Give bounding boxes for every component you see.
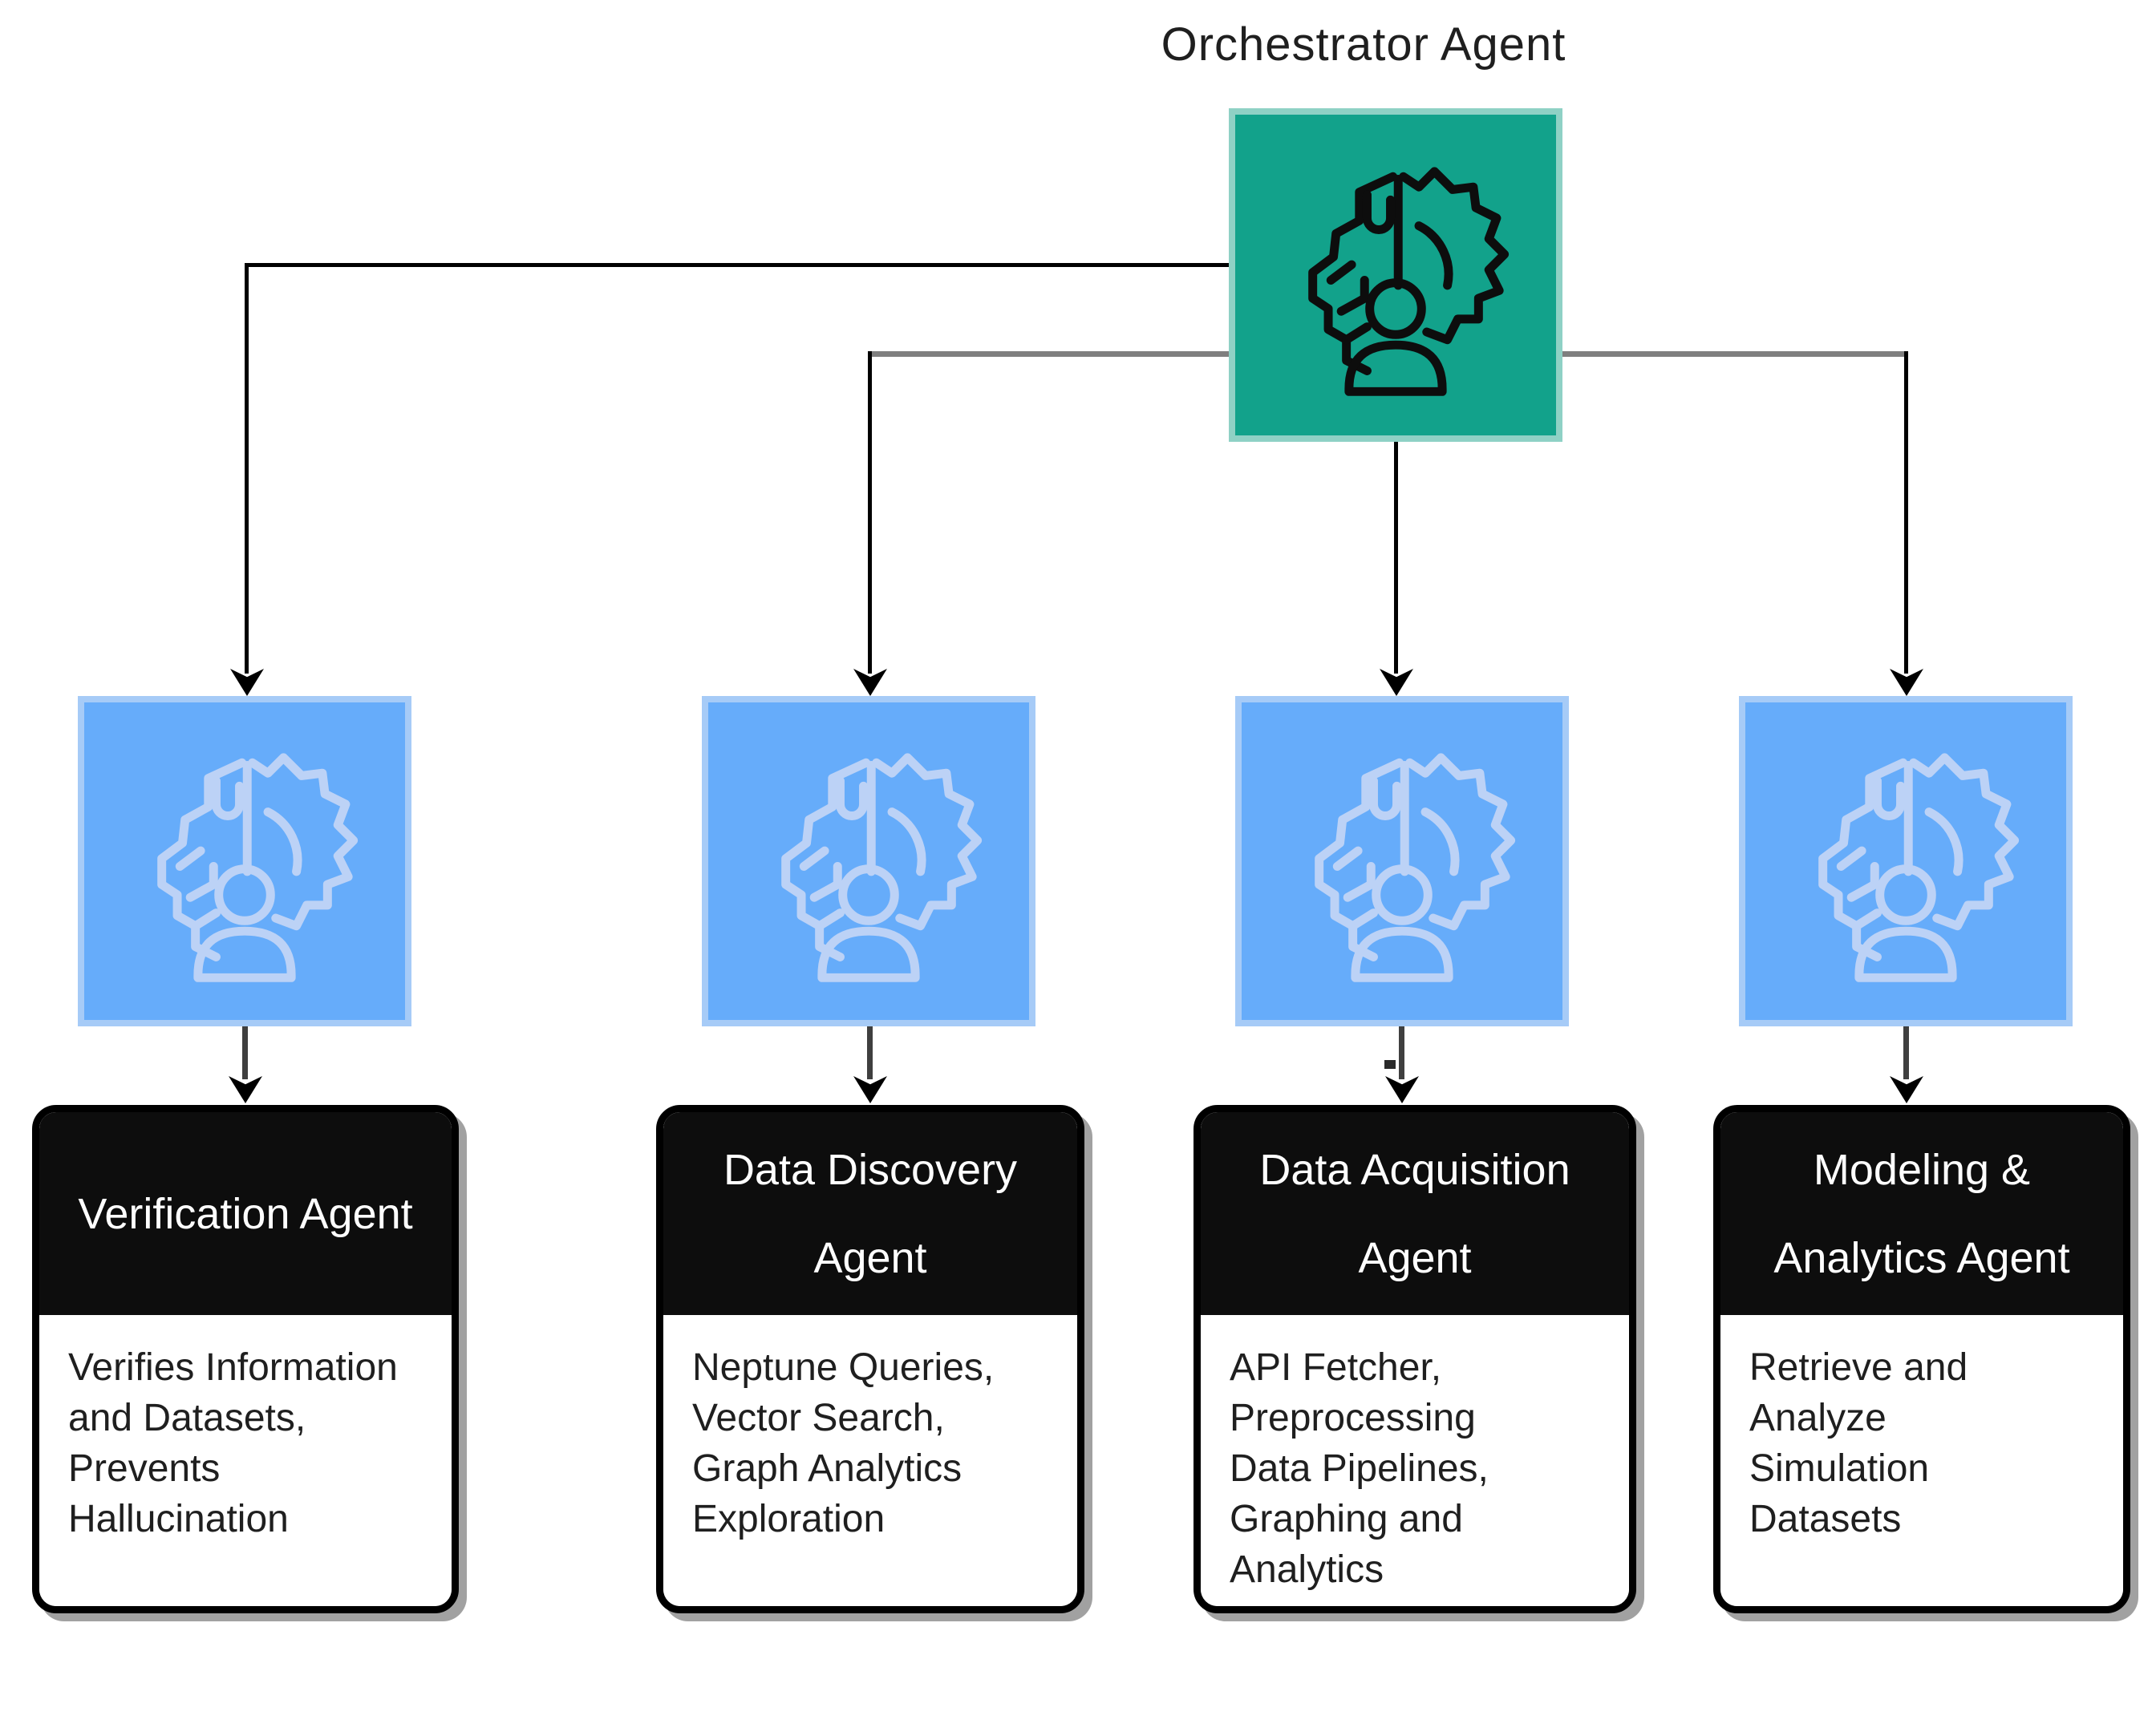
ai-agent-icon xyxy=(1271,151,1520,399)
agent-node-verification xyxy=(78,696,411,1026)
agent-node-modeling-analytics xyxy=(1739,696,2073,1026)
card-header: Data Discovery Agent xyxy=(663,1112,1077,1315)
card-description: Verifies Information and Datasets, Preve… xyxy=(68,1346,398,1540)
agent-node-data-acquisition xyxy=(1235,696,1569,1026)
arrow-down-icon xyxy=(853,1076,887,1103)
arrow-down-icon xyxy=(1890,1076,1923,1103)
stub-acquisition-tick xyxy=(1384,1060,1396,1069)
ai-agent-icon xyxy=(1278,737,1526,985)
card-header: Modeling & Analytics Agent xyxy=(1720,1112,2123,1315)
stub-modeling xyxy=(1903,1025,1909,1079)
connector-acquisition-vertical xyxy=(1394,440,1398,674)
card-title: Verification Agent xyxy=(78,1189,413,1238)
stub-verification xyxy=(242,1025,248,1079)
card-description: API Fetcher, Preprocessing Data Pipeline… xyxy=(1230,1346,1489,1591)
connector-modeling-vertical xyxy=(1904,351,1908,674)
connector-discovery-vertical xyxy=(868,351,872,674)
stub-discovery xyxy=(867,1025,873,1079)
arrow-down-icon xyxy=(229,1076,262,1103)
connector-left-horizontal xyxy=(245,263,1229,267)
arrow-down-icon xyxy=(1385,1076,1419,1103)
card-header: Data Acquisition Agent xyxy=(1201,1112,1629,1315)
agent-card-verification: Verification Agent Verifies Information … xyxy=(32,1105,459,1613)
connector-left-vertical xyxy=(245,263,249,674)
agent-card-modeling-analytics: Modeling & Analytics Agent Retrieve and … xyxy=(1713,1105,2130,1613)
card-body: Neptune Queries, Vector Search, Graph An… xyxy=(663,1315,1077,1606)
card-title: Modeling & Analytics Agent xyxy=(1773,1145,2070,1282)
ai-agent-icon xyxy=(744,737,993,985)
card-header: Verification Agent xyxy=(39,1112,452,1315)
ai-agent-icon xyxy=(120,737,369,985)
card-title: Data Discovery Agent xyxy=(723,1145,1018,1282)
card-body: API Fetcher, Preprocessing Data Pipeline… xyxy=(1201,1315,1629,1606)
stub-acquisition xyxy=(1399,1025,1404,1079)
agent-card-data-acquisition: Data Acquisition Agent API Fetcher, Prep… xyxy=(1194,1105,1636,1613)
ai-agent-icon xyxy=(1781,737,2030,985)
card-body: Retrieve and Analyze Simulation Datasets xyxy=(1720,1315,2123,1606)
card-description: Retrieve and Analyze Simulation Datasets xyxy=(1749,1346,1968,1540)
agent-node-data-discovery xyxy=(702,696,1035,1026)
orchestrator-node xyxy=(1229,108,1562,442)
orchestrator-title: Orchestrator Agent xyxy=(1161,18,1566,71)
card-title: Data Acquisition Agent xyxy=(1259,1145,1570,1282)
card-description: Neptune Queries, Vector Search, Graph An… xyxy=(692,1346,995,1540)
card-body: Verifies Information and Datasets, Preve… xyxy=(39,1315,452,1606)
agent-card-data-discovery: Data Discovery Agent Neptune Queries, Ve… xyxy=(656,1105,1084,1613)
